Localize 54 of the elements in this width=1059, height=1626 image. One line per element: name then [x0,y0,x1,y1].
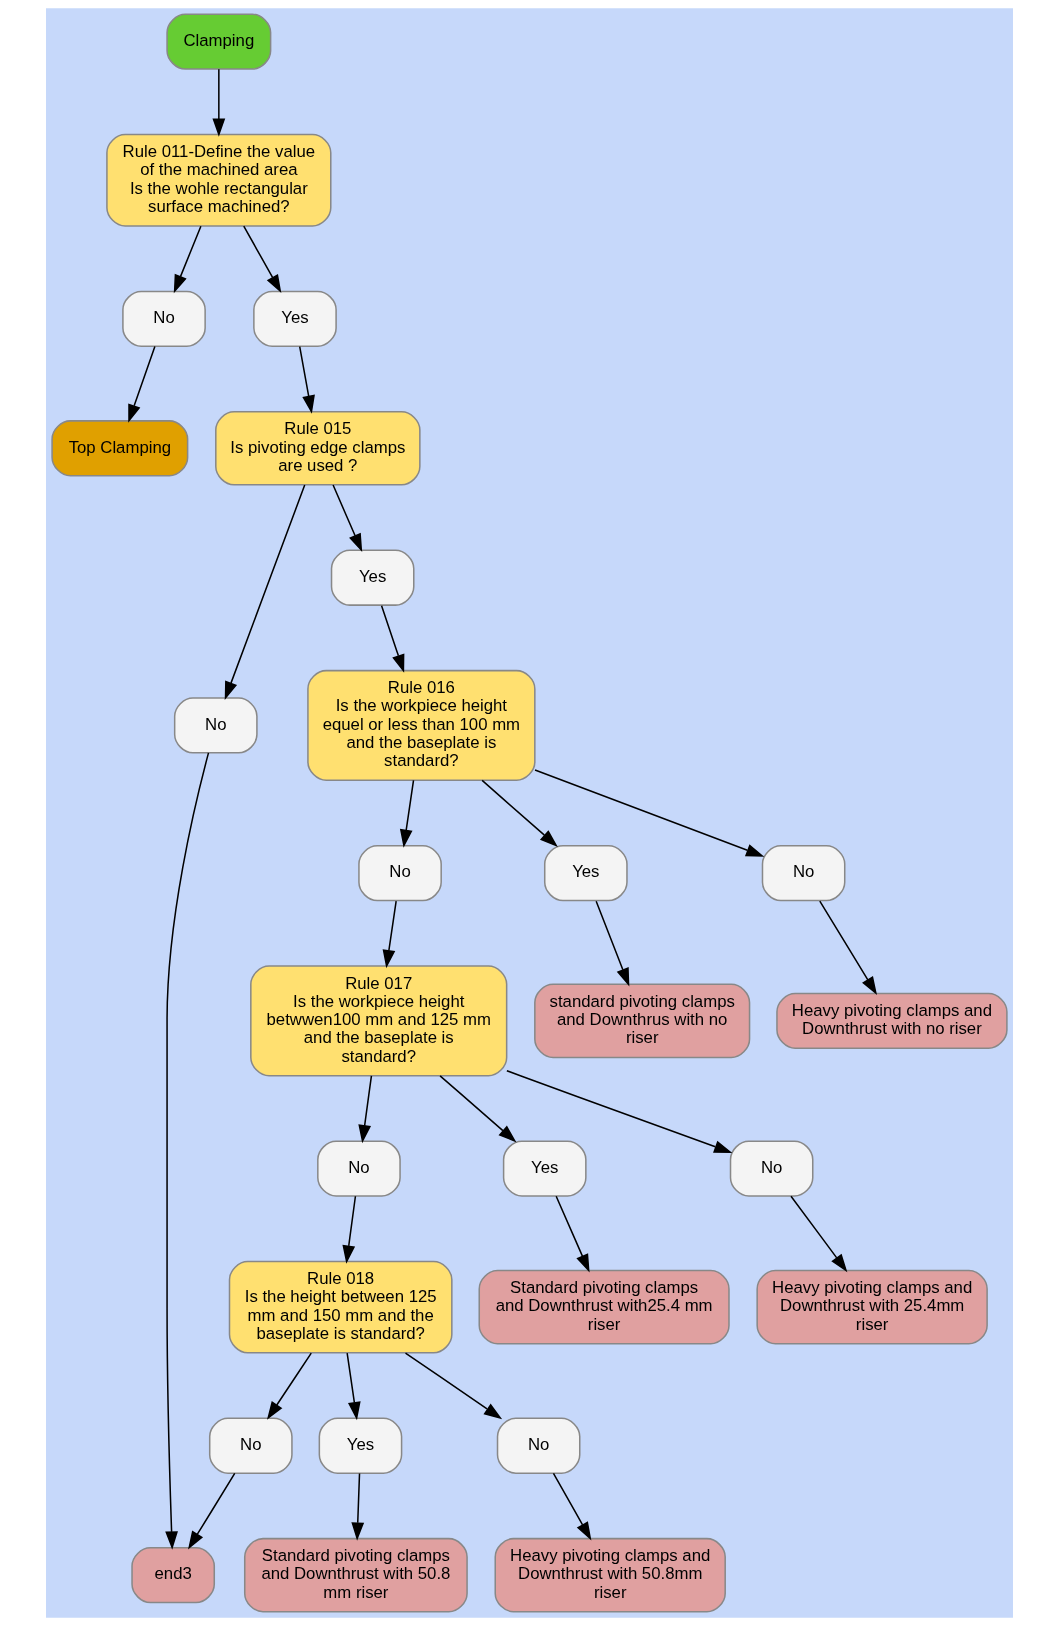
arrow [481,779,558,848]
arrow [173,225,202,294]
arrow [399,779,415,848]
arrow [439,1075,517,1143]
arrow [380,605,405,673]
arrow [128,345,156,423]
arrow [382,900,397,969]
node-box: Standard pivoting clamps and Downthrust with25.4 mm riser [478,1269,730,1345]
node-box: No [173,697,258,754]
arrow [224,484,306,700]
arrow [346,1352,361,1421]
arrow [358,1075,373,1144]
node-box: No [729,1140,814,1197]
arrow [404,1352,503,1420]
node-box: Clamping [166,13,272,70]
node-box: No [208,1417,293,1474]
arrow [552,1472,592,1541]
arrow [819,900,878,995]
arrow [165,752,210,1550]
arrow [266,1352,312,1420]
node-box: Rule 011-Define the value of the machined area Is the wohle rectangular surface machined? [106,133,332,227]
node-box: standard pivoting clamps and Downthrus with no riser [534,983,751,1059]
node-box: Rule 017 Is the workpiece height betwwen100 mm and 125 mm and the baseplate is standard? [250,965,508,1077]
node-box: Rule 018 Is the height between 125 mm and 150 mm and the baseplate is standard? [228,1260,453,1354]
node-box: Rule 016 Is the workpiece height equel or less than 100 mm and the baseplate is standard? [307,669,536,781]
node-box: No [317,1140,401,1197]
arrow [595,900,630,987]
node-box: No [496,1417,581,1474]
arrow [298,345,315,414]
node-box: end3 [131,1547,216,1604]
node-box: No [358,845,442,902]
node-box: Yes [543,845,628,902]
arrow [212,68,226,137]
node-box: Yes [318,1417,403,1474]
arrow [534,769,765,857]
node-box: Yes [330,549,415,606]
arrow [188,1472,236,1550]
arrow [506,1069,733,1153]
node-box: Top Clamping [51,420,189,477]
node-box: Heavy pivoting clamps and Downthrust with no riser [776,992,1008,1050]
arrow [332,484,363,553]
node-box: Yes [502,1140,587,1197]
node-box: Standard pivoting clamps and Downthrust with 50.8 mm riser [243,1537,468,1613]
arrow [351,1472,365,1541]
node-box: No [122,290,206,347]
node-box: Rule 015 Is pivoting edge clamps are used ? [215,410,421,486]
arrow [555,1195,590,1273]
node-box: Heavy pivoting clamps and Downthrust with 25.4mm riser [756,1269,988,1345]
arrow [243,225,282,294]
arrow [790,1195,848,1273]
node-box: No [761,845,846,902]
node-box: Yes [253,290,337,347]
arrow [342,1195,357,1264]
node-box: Heavy pivoting clamps and Downthrust with 50.8mm riser [494,1537,726,1613]
